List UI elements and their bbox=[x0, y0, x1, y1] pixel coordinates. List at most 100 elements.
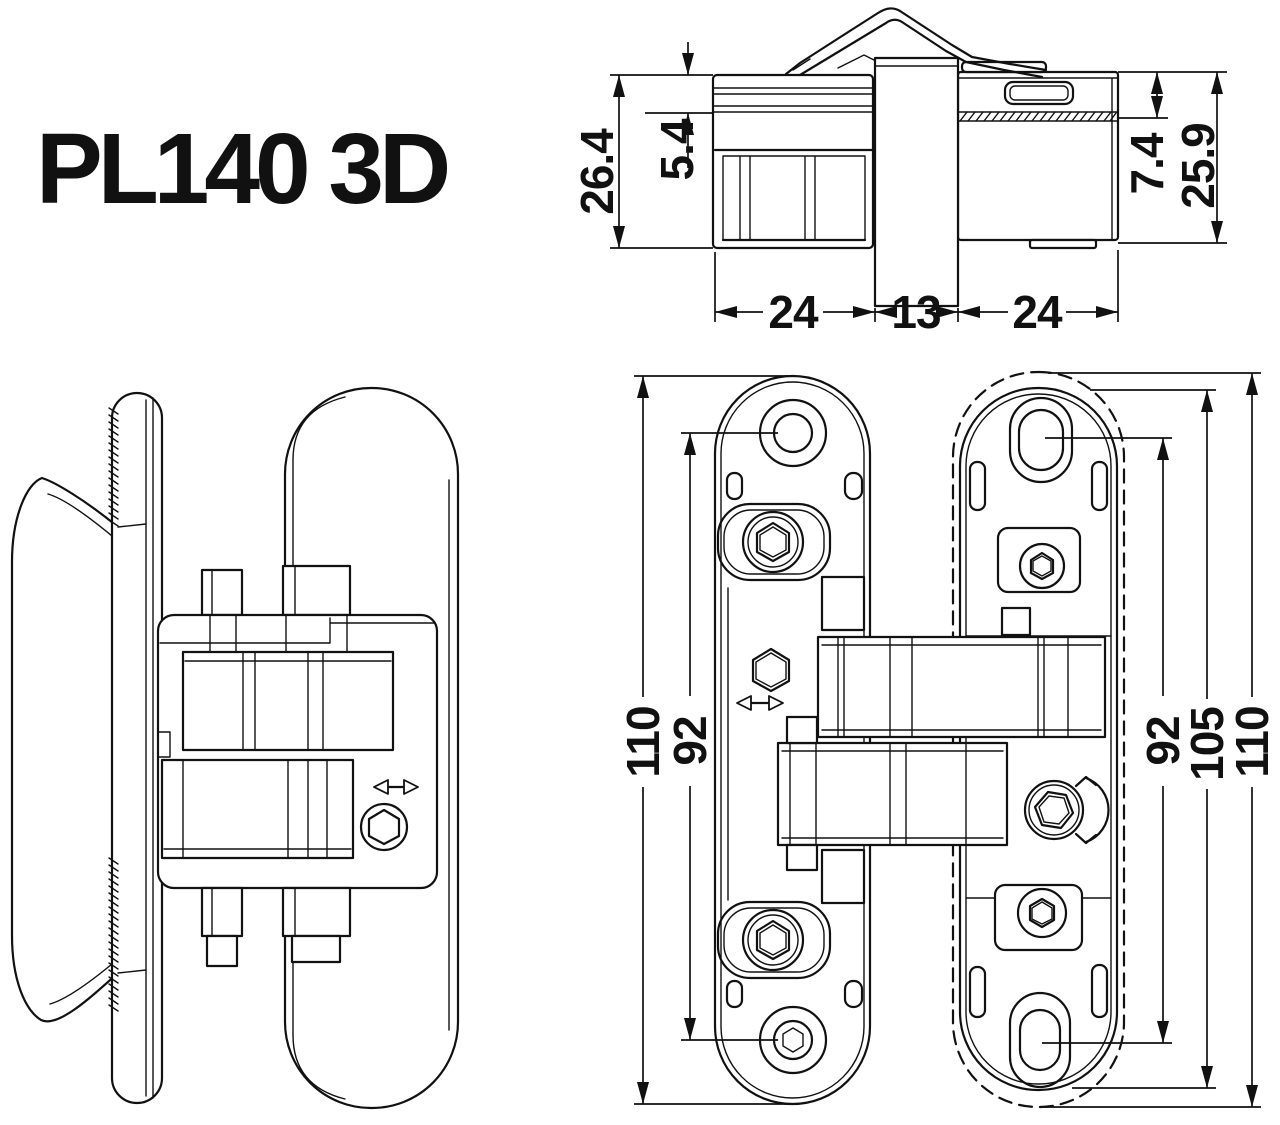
side-perspective-view bbox=[10, 386, 460, 1110]
arrow-icon bbox=[684, 1018, 696, 1040]
right-plate-inner-contour bbox=[965, 393, 1112, 1085]
arrow-icon bbox=[1246, 373, 1258, 395]
slot bbox=[843, 979, 864, 1009]
lower-tab-step bbox=[205, 934, 239, 968]
upper-link-arm bbox=[816, 635, 1107, 739]
slot bbox=[968, 460, 987, 512]
boss-inner bbox=[723, 907, 825, 973]
screw-head-inner bbox=[747, 516, 799, 568]
front-mechanism bbox=[776, 606, 1107, 872]
slot bbox=[1090, 460, 1109, 512]
slot bbox=[1090, 963, 1109, 1019]
arrow-icon bbox=[684, 433, 696, 455]
dim-label-7-4: 7.4 bbox=[1121, 132, 1173, 194]
arrow-icon bbox=[715, 306, 737, 318]
hex-socket-icon bbox=[755, 521, 791, 563]
center-pivot-bar bbox=[873, 56, 960, 308]
boss-outline bbox=[996, 526, 1082, 594]
fixing-screw-bottom-right bbox=[993, 883, 1084, 952]
hex-socket-icon bbox=[1028, 897, 1056, 929]
dim-label-92-right: 92 bbox=[1137, 716, 1189, 765]
adjust-arrow-icon bbox=[736, 695, 752, 711]
left-cup-body bbox=[711, 73, 875, 250]
hex-nut-icon bbox=[751, 647, 791, 693]
boss-outline bbox=[716, 900, 832, 980]
arrow-icon bbox=[1201, 1066, 1213, 1088]
knurl-hatch-icon bbox=[959, 111, 1117, 122]
edge-plate-inner-lines bbox=[145, 397, 154, 1099]
lower-link-arm bbox=[776, 741, 1009, 847]
arrow-icon bbox=[1211, 221, 1223, 243]
mortise-body bbox=[10, 476, 120, 1023]
hex-socket-icon bbox=[755, 919, 791, 961]
oval-hole-top-inner bbox=[1017, 408, 1065, 472]
dim-label-92-left: 92 bbox=[664, 716, 716, 765]
plate-step bbox=[820, 848, 866, 905]
edge-plate bbox=[110, 391, 164, 1105]
arm-tip-detail bbox=[792, 54, 875, 71]
arrow-icon bbox=[958, 306, 980, 318]
front-view-dimensions: 110 92 92 105 110 bbox=[617, 372, 1278, 1108]
hex-socket-icon bbox=[367, 808, 401, 846]
plate-step bbox=[820, 575, 866, 632]
top-section-view: 26.4 5.4 7.4 25.9 24 13 24 bbox=[571, 7, 1227, 338]
oval-hole-bottom bbox=[1008, 991, 1072, 1089]
cup-ribs bbox=[722, 155, 866, 241]
slot bbox=[968, 965, 987, 1019]
extension-lines bbox=[610, 71, 1227, 249]
oval-hole-bottom-inner bbox=[1018, 1008, 1062, 1072]
dim-label-110-left: 110 bbox=[617, 706, 669, 777]
arm-outer-line bbox=[784, 7, 1048, 76]
left-plate-inner-contour bbox=[720, 381, 865, 1099]
screw-head bbox=[1023, 779, 1085, 841]
lower-tab-step bbox=[290, 934, 342, 964]
upper-tab-lines bbox=[211, 565, 296, 616]
housing-inner-lines bbox=[157, 614, 436, 758]
slot bbox=[725, 471, 744, 501]
lower-tab-right bbox=[281, 886, 352, 938]
adjust-arrow-icon bbox=[373, 779, 389, 795]
arrow-icon bbox=[1151, 72, 1163, 94]
upper-tab-left bbox=[200, 568, 244, 617]
lower-arm-lines bbox=[163, 759, 352, 859]
arrow-icon bbox=[1211, 72, 1223, 94]
lower-tab-lines bbox=[211, 887, 296, 937]
screw-head bbox=[1016, 887, 1068, 939]
drill-template-dashed-outline bbox=[951, 370, 1126, 1109]
hinge-linkage-arm bbox=[784, 7, 1048, 79]
link-step bbox=[1000, 606, 1032, 637]
upper-tab-right bbox=[281, 564, 352, 617]
slot bbox=[843, 471, 864, 501]
hex-socket-inner bbox=[1038, 795, 1070, 825]
hex-socket-inner bbox=[759, 526, 787, 558]
mortise-body-chamfer-lines bbox=[47, 493, 119, 1005]
adjust-arrow-icon bbox=[403, 779, 419, 795]
screw-head bbox=[1018, 542, 1066, 590]
arrow-icon bbox=[637, 1082, 649, 1104]
hex-socket-inner bbox=[1032, 555, 1052, 577]
right-cup-outline bbox=[956, 70, 1120, 242]
hex-socket-inner bbox=[759, 924, 787, 956]
adjust-arrow-icon bbox=[768, 695, 784, 711]
arrow-icon bbox=[853, 306, 875, 318]
right-cup-inner-lines bbox=[957, 77, 1119, 241]
arrow-icon bbox=[1096, 306, 1118, 318]
dim-label-24-right: 24 bbox=[1012, 286, 1063, 338]
dim-label-105: 105 bbox=[1181, 707, 1233, 781]
rotation-arrow-heads bbox=[1074, 775, 1098, 845]
hex-socket-icon bbox=[1033, 790, 1075, 830]
top-view-dimensions: 26.4 5.4 7.4 25.9 24 13 24 bbox=[571, 42, 1227, 338]
fixing-screw-bottom-left bbox=[716, 900, 832, 980]
hex-socket-icon bbox=[1029, 551, 1055, 581]
latch-notch-outer bbox=[1003, 80, 1075, 106]
boss-outline bbox=[993, 883, 1084, 952]
left-cup-flange-lines bbox=[712, 87, 874, 113]
arrow-icon bbox=[613, 75, 625, 97]
arrow-icon bbox=[1201, 390, 1213, 412]
arm-inner-line bbox=[798, 18, 1044, 79]
arrow-icon bbox=[1246, 1085, 1258, 1107]
upper-link-lines bbox=[821, 636, 1102, 738]
side-mechanism bbox=[156, 564, 439, 968]
lower-link-lines bbox=[781, 742, 1004, 846]
